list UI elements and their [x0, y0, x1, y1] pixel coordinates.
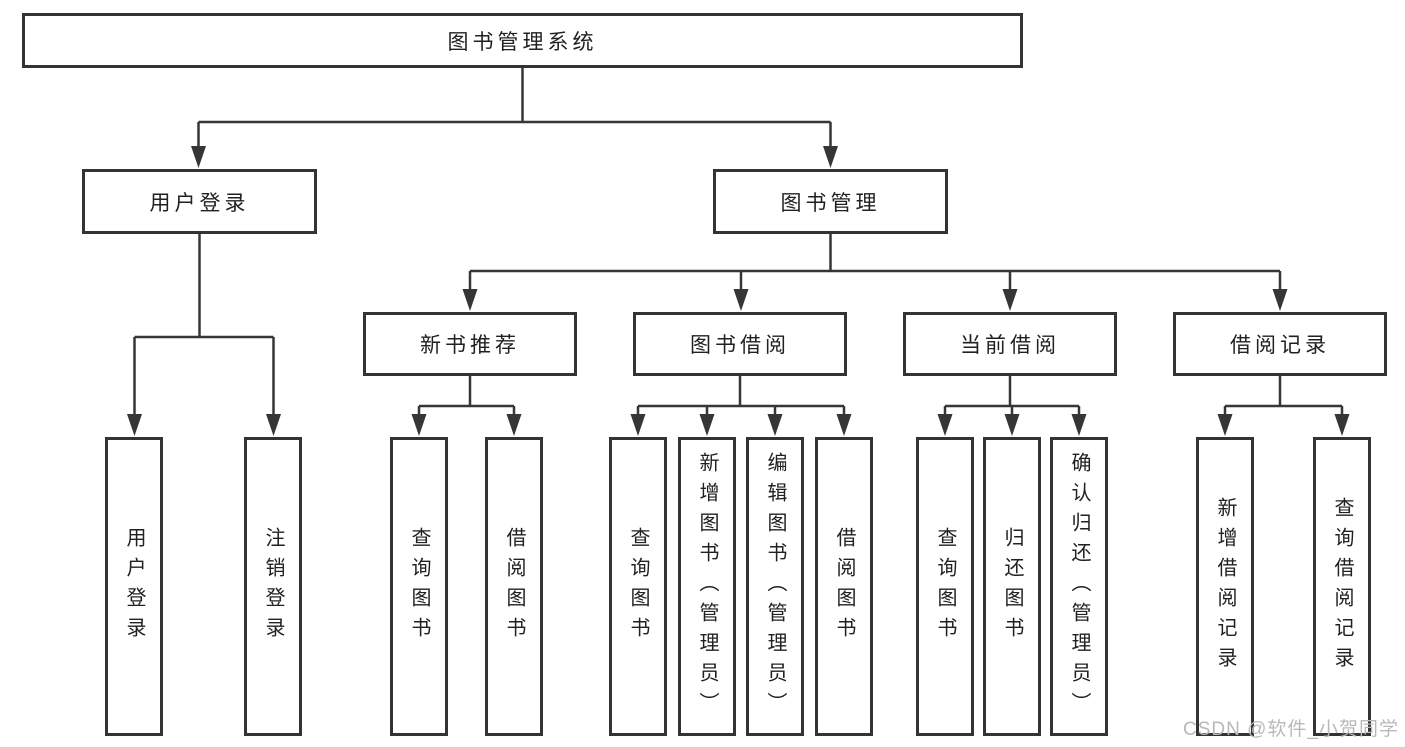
arrow-down-icon — [733, 289, 749, 311]
arrow-down-icon — [191, 146, 206, 168]
arrow-down-icon — [1071, 414, 1087, 436]
connector-borrow-records-to-leaves — [1223, 376, 1344, 420]
node-user-login: 用户登录 — [82, 169, 317, 234]
node-label: 查询图书 — [934, 526, 956, 647]
node-label: 图书管理 — [780, 191, 881, 215]
leaf-edit-book-admin: 编辑图书（管理员） — [746, 437, 804, 736]
node-label: 确认归还（管理员） — [1068, 451, 1090, 722]
node-new-book-recommend: 新书推荐 — [363, 312, 577, 376]
leaf-add-borrow-record: 新增借阅记录 — [1196, 437, 1254, 736]
arrow-down-icon — [823, 146, 838, 168]
leaf-query-book-recommend: 查询图书 — [390, 437, 448, 736]
arrow-down-icon — [127, 414, 142, 436]
node-label: 图书借阅 — [690, 334, 790, 357]
node-label: 查询图书 — [627, 526, 649, 647]
arrow-down-icon — [411, 414, 427, 436]
connector-book-mgmt-to-level3 — [468, 234, 1282, 294]
arrow-down-icon — [506, 414, 522, 436]
node-label: 注销登录 — [262, 526, 284, 647]
arrow-down-icon — [1272, 289, 1288, 311]
node-book-management: 图书管理 — [713, 169, 948, 234]
leaf-query-borrow-record: 查询借阅记录 — [1313, 437, 1371, 736]
connector-new-book-to-leaves — [417, 376, 516, 420]
arrow-down-icon — [836, 414, 852, 436]
node-label: 当前借阅 — [960, 334, 1060, 357]
arrow-down-icon — [1217, 414, 1233, 436]
arrow-down-icon — [937, 414, 953, 436]
connector-book-borrow-to-leaves — [636, 376, 846, 420]
arrow-down-icon — [266, 414, 281, 436]
arrow-down-icon — [462, 289, 478, 311]
leaf-query-book-borrow: 查询图书 — [609, 437, 667, 736]
node-label: 借阅记录 — [1230, 334, 1330, 357]
connector-user-login-to-leaves — [133, 234, 275, 419]
node-label: 用户登录 — [123, 526, 145, 647]
node-current-borrow: 当前借阅 — [903, 312, 1117, 376]
leaf-query-book-current: 查询图书 — [916, 437, 974, 736]
node-label: 归还图书 — [1001, 526, 1023, 647]
connector-current-borrow-to-leaves — [943, 376, 1081, 420]
leaf-return-book: 归还图书 — [983, 437, 1041, 736]
arrow-down-icon — [1002, 289, 1018, 311]
leaf-confirm-return-admin: 确认归还（管理员） — [1050, 437, 1108, 736]
node-label: 查询借阅记录 — [1331, 496, 1353, 677]
csdn-watermark: CSDN @软件_小贺同学 — [1183, 719, 1399, 740]
node-label: 新增图书（管理员） — [696, 451, 718, 722]
node-root-system: 图书管理系统 — [22, 13, 1023, 68]
leaf-logout: 注销登录 — [244, 437, 302, 736]
node-book-borrow: 图书借阅 — [633, 312, 847, 376]
arrow-down-icon — [630, 414, 646, 436]
leaf-add-book-admin: 新增图书（管理员） — [678, 437, 736, 736]
node-label: 用户登录 — [149, 191, 250, 215]
leaf-borrow-book: 借阅图书 — [815, 437, 873, 736]
node-label: 编辑图书（管理员） — [764, 451, 786, 722]
node-label: 新增借阅记录 — [1214, 496, 1236, 677]
arrow-down-icon — [767, 414, 783, 436]
node-label: 图书管理系统 — [447, 30, 598, 54]
arrow-down-icon — [1004, 414, 1020, 436]
arrow-down-icon — [1334, 414, 1350, 436]
leaf-borrow-book-recommend: 借阅图书 — [485, 437, 543, 736]
node-label: 新书推荐 — [420, 334, 520, 357]
connector-root-to-level2 — [197, 68, 832, 148]
leaf-user-login: 用户登录 — [105, 437, 163, 736]
arrowheads — [127, 146, 1350, 436]
node-label: 借阅图书 — [833, 526, 855, 647]
arrow-down-icon — [699, 414, 715, 436]
node-label: 查询图书 — [408, 526, 430, 647]
node-label: 借阅图书 — [503, 526, 525, 647]
node-borrow-records: 借阅记录 — [1173, 312, 1387, 376]
